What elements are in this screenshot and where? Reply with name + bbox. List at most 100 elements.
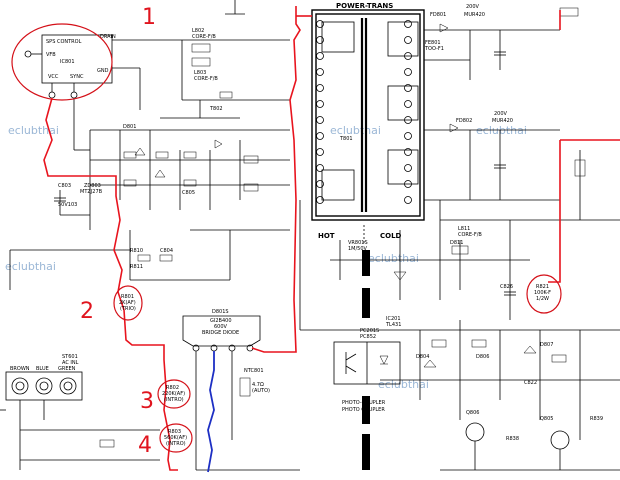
d811-label: D811 (450, 240, 463, 246)
c803-label: C803 (58, 183, 71, 189)
blue-trace-ac (207, 351, 215, 473)
transformer-pin-primary (316, 84, 324, 92)
sps-drain-label: DRAIN (100, 34, 116, 40)
ntc-label: NTC801 (244, 368, 264, 374)
marker-3: 3 (140, 389, 154, 414)
upper-components: L802 CORE-F/B L803 CORE-F/B T802 (160, 0, 290, 119)
watermark-left-top: eclubthai (8, 124, 59, 137)
c803-value: 50V103 (58, 202, 77, 208)
resistor-r802: R802 220K(AF) (INTRO) (157, 379, 191, 409)
transformer-pin-secondary (404, 20, 412, 28)
photo-coupler: PC201S PC852 PHOTO-COUPLER PHOTO COUPLER (333, 328, 401, 413)
sps-sync-label: SYNC (70, 74, 84, 80)
mid-feedback-components: VR801S 1M/50V IC201 TL431 (299, 200, 407, 330)
fd802-label: FD802 (456, 118, 472, 124)
transformer-title: POWER-TRANS (336, 2, 393, 10)
transformer-cold-label: COLD (380, 232, 402, 240)
photocoupler-label-2: PHOTO COUPLER (342, 407, 385, 413)
ntc-value: 4.7Ω (252, 382, 264, 388)
transformer-pin-primary (316, 52, 324, 60)
bridge-diode: D801S GI2B400 600V BRIDGE DIODE (182, 309, 300, 471)
l802-label: L802 (192, 28, 204, 34)
photocoupler-label-1: PHOTO-COUPLER (342, 400, 386, 406)
l811-label: L811 (458, 226, 470, 232)
c805-label: C805 (182, 190, 195, 196)
r811-label: R811 (130, 264, 143, 270)
l802-value: CORE-F/B (192, 34, 216, 40)
t801-label: T801 (339, 136, 353, 142)
l803-value: CORE-F/B (194, 76, 218, 82)
transformer-pin-primary (316, 68, 324, 76)
right-secondary-components: FD801 MUR420 200V FE801 TOO-F1 FD802 MUR… (300, 4, 620, 471)
r802-value: 220K(AF) (162, 391, 185, 397)
zd803-value: MTZJ27B (80, 189, 103, 195)
vr801-label: VR801S (348, 240, 368, 246)
bridge-ref: D801S (212, 309, 229, 315)
transformer-pin-primary (316, 180, 324, 188)
d804-label: D804 (416, 354, 429, 360)
resistor-r803: R803 560K(AF) (INTRO) (159, 423, 193, 453)
r802-package: (INTRO) (164, 397, 184, 403)
ic201-label: IC201 (386, 316, 401, 322)
sps-gnd-label: GND (97, 68, 109, 74)
sps-vcc-label: VCC (48, 74, 59, 80)
watermark-right-top: eclubthai (476, 124, 527, 137)
bridge-voltage: 600V (214, 324, 228, 330)
vr801-value: 1M/50V (348, 246, 368, 252)
r817-package: 1/2W (536, 296, 549, 302)
watermark-left-mid: eclubthai (5, 260, 56, 273)
resistor-r801: R801 2K(AF) (TRIO) (113, 285, 143, 321)
q805-label: Q805 (540, 416, 553, 422)
fd801-label: FD801 (430, 12, 446, 18)
l803-label: L803 (194, 70, 206, 76)
t802-label: T802 (209, 106, 223, 112)
transformer-pin-secondary (404, 148, 412, 156)
r803-label: R803 (168, 429, 181, 435)
transformer-pin-primary (316, 116, 324, 124)
transformer-pin-primary (316, 148, 324, 156)
bridge-label: BRIDGE DIODE (202, 330, 239, 336)
transformer-pin-secondary (404, 84, 412, 92)
left-mid-components: D801 ZD803 MTZJ27B C803 50V103 C804 C805… (9, 124, 290, 290)
r801-package: (TRIO) (120, 306, 136, 312)
connector-label: AC INL (62, 360, 79, 366)
transformer-pin-secondary (404, 196, 412, 204)
fd801-value: MUR420 (464, 12, 485, 18)
watermark-bottom: eclubthai (378, 378, 429, 391)
transformer-pin-secondary (404, 68, 412, 76)
r801-value: 2K(AF) (119, 300, 136, 306)
r839-label: R839 (590, 416, 603, 422)
ic201-value: TL431 (385, 322, 401, 328)
r810-label: R810 (130, 248, 143, 254)
watermark-mid-top: eclubthai (330, 124, 381, 137)
transformer-pin-secondary (404, 100, 412, 108)
transformer-hot-label: HOT (318, 232, 335, 240)
c822-label: C822 (524, 380, 537, 386)
sps-part-label: IC801 (60, 59, 75, 65)
sps-vfb-label: VFB (46, 52, 56, 58)
transformer-pin-secondary (404, 36, 412, 44)
red-trace-secondary-link (559, 10, 620, 141)
connector-pin-green: GREEN (58, 366, 76, 372)
zd803-label: ZD803 (84, 183, 101, 189)
c804-label: C804 (160, 248, 173, 254)
r803-value: 560K(AF) (164, 435, 187, 441)
circle-marker-1 (11, 23, 113, 101)
isolation-bars (362, 250, 370, 470)
r803-package: (INTRO) (166, 441, 186, 447)
r802-label: R802 (166, 385, 179, 391)
v200b-label: 200V (494, 111, 508, 117)
ntc-thermistor: NTC801 4.7Ω (AUTO) (239, 368, 270, 397)
transformer-pin-secondary (404, 132, 412, 140)
sps-title: SPS CONTROL (46, 39, 82, 45)
transformer-pin-primary (316, 36, 324, 44)
transformer-pin-primary (316, 132, 324, 140)
photocoupler-ref: PC201S (360, 328, 379, 334)
v200-label: 200V (466, 4, 480, 10)
ac-inlet-connector: BROWN BLUE GREEN ST601 AC INL (0, 354, 160, 470)
r817-value: 100K-F (534, 290, 551, 296)
bridge-part: GI2B400 (210, 318, 232, 324)
marker-1: 1 (142, 5, 156, 30)
watermark-center: eclubthai (368, 252, 419, 265)
red-trace-secondary (548, 140, 561, 283)
